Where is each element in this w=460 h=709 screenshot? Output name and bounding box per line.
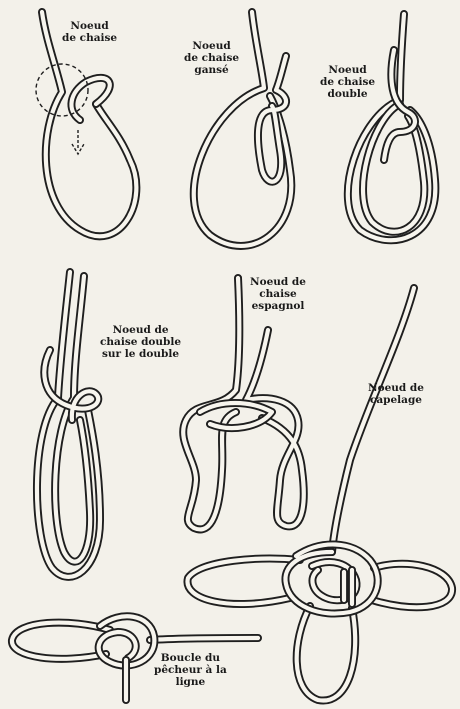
bowline-on-bight-knot-drawing [37, 272, 100, 577]
spanish-bowline-label: Noeud dechaiseespagnol [250, 276, 306, 312]
bowline-knot-drawing [36, 12, 136, 236]
capelage-label: Noeud decapelage [368, 382, 424, 406]
spanish-bowline-knot-drawing [183, 278, 304, 529]
double-bowline-knot-drawing [348, 14, 436, 240]
bowline-on-bight-label: Noeud dechaise doublesur le double [100, 324, 181, 360]
slipped-bowline-label: Noeudde chaisegansé [184, 40, 239, 76]
bowline-label: Noeudde chaise [62, 20, 117, 44]
anglers-loop-label: Boucle dupêcheur à laligne [154, 652, 227, 688]
double-bowline-label: Noeudde chaisedouble [320, 64, 375, 100]
